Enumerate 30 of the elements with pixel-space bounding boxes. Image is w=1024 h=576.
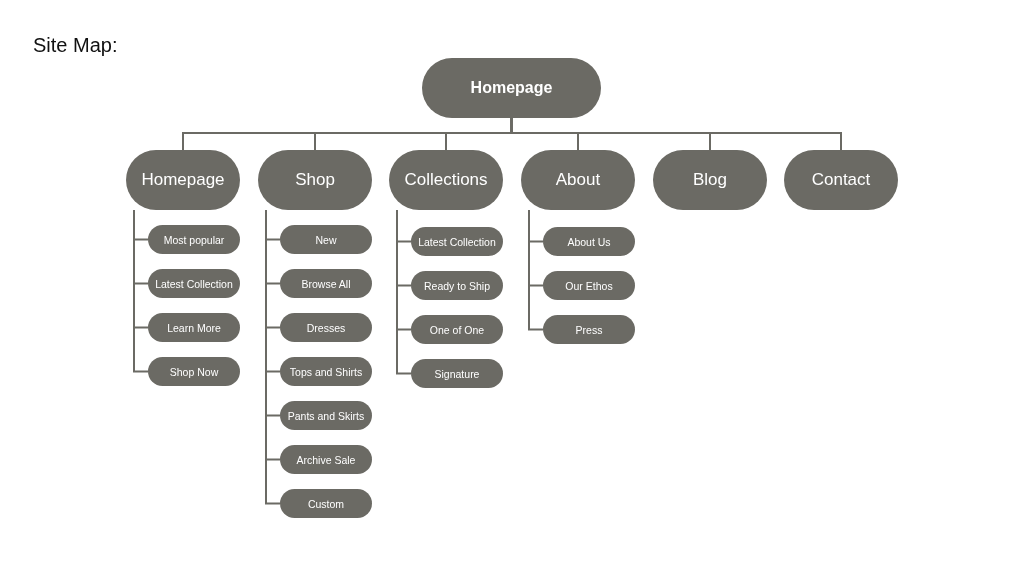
page-pill: Ready to Ship [411,271,503,300]
page-pill: One of One [411,315,503,344]
page-pill: Our Ethos [543,271,635,300]
section-pill: Homepage [422,58,601,118]
page-pill: Most popular [148,225,240,254]
page-pill: Shop Now [148,357,240,386]
connector-line [396,209,412,375]
page-pill: Press [543,315,635,344]
connector-line [133,209,149,373]
section-pill: Blog [653,150,767,210]
section-pill: About [521,150,635,210]
page-pill: Tops and Shirts [280,357,372,386]
connector-line [528,209,544,331]
page-pill: Latest Collection [148,269,240,298]
connector-line [510,117,842,151]
page-pill: Signature [411,359,503,388]
section-pill: Contact [784,150,898,210]
page-pill: Browse All [280,269,372,298]
page-pill: Archive Sale [280,445,372,474]
page-pill: Pants and Skirts [280,401,372,430]
section-pill: Homepage [126,150,240,210]
section-pill: Collections [389,150,503,210]
page-pill: New [280,225,372,254]
page-pill: Learn More [148,313,240,342]
section-pill: Shop [258,150,372,210]
page-pill: About Us [543,227,635,256]
page-pill: Dresses [280,313,372,342]
page-pill: Custom [280,489,372,518]
page-pill: Latest Collection [411,227,503,256]
diagram-title: Site Map: [33,34,118,57]
